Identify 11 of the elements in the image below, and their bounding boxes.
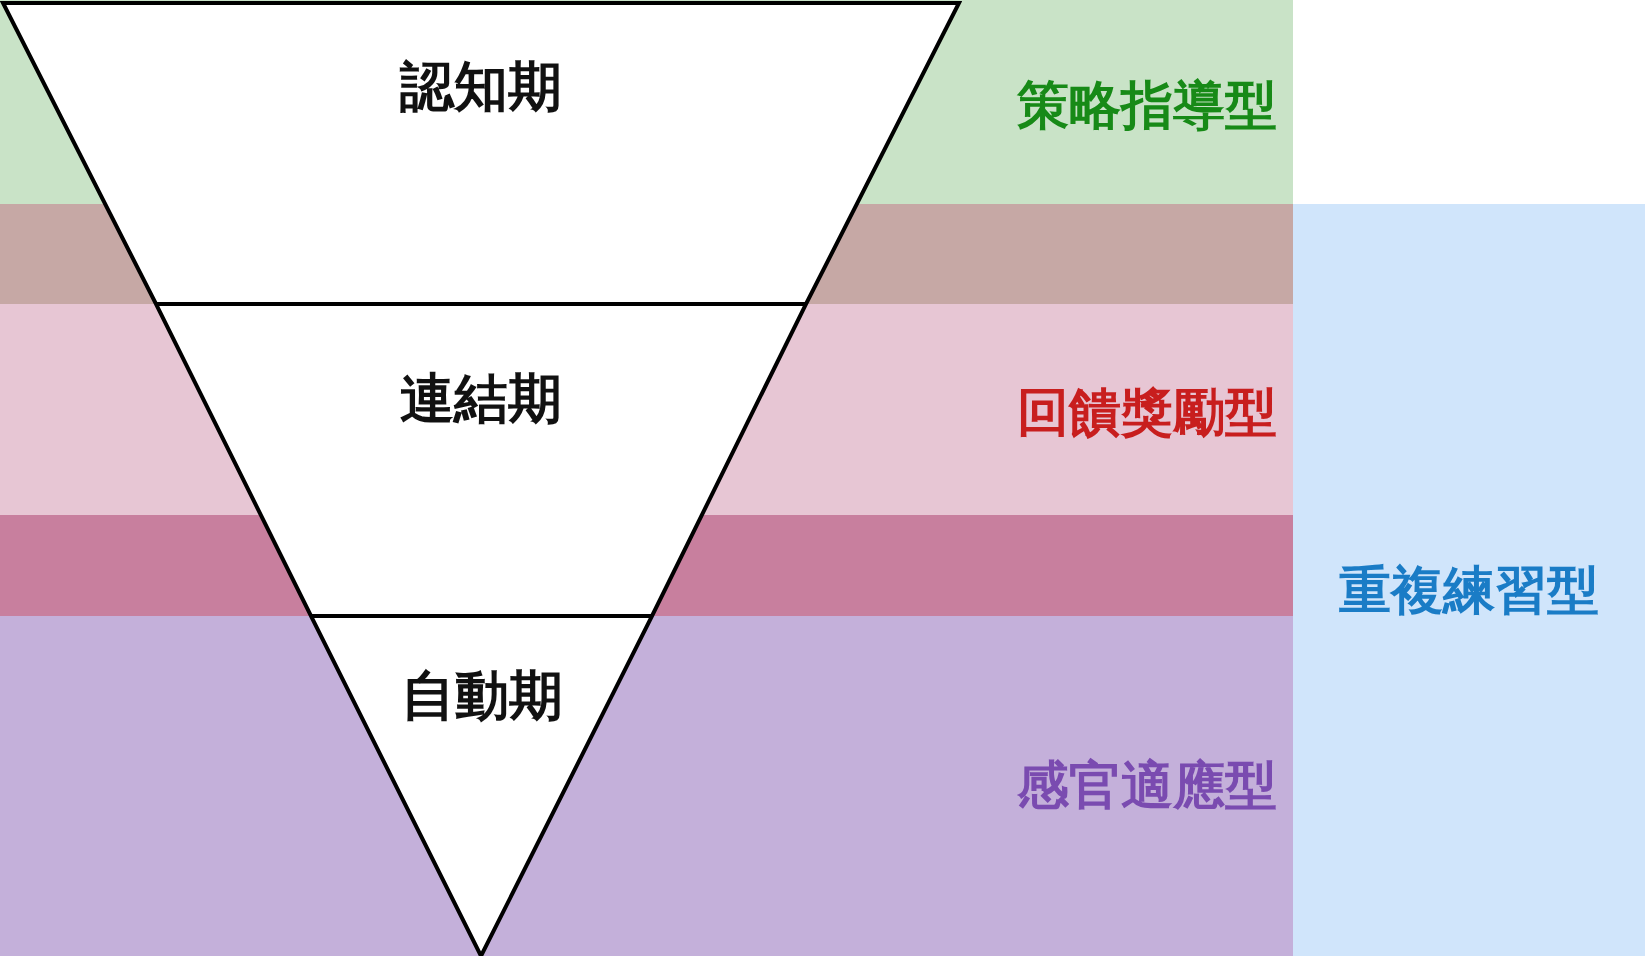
band-label: 策略指導型: [1017, 73, 1277, 137]
band-label: 回饋獎勵型: [1017, 380, 1277, 444]
color-band: [0, 0, 1293, 304]
color-band: [1293, 204, 1645, 956]
band-label: 感官適應型: [1017, 753, 1277, 817]
stage-label: 自動期: [400, 663, 563, 729]
band-label: 重複練習型: [1339, 558, 1599, 622]
color-band: [0, 304, 1293, 616]
color-band: [0, 616, 1293, 956]
stage-label: 連結期: [400, 366, 562, 432]
stage-label: 認知期: [400, 54, 562, 120]
